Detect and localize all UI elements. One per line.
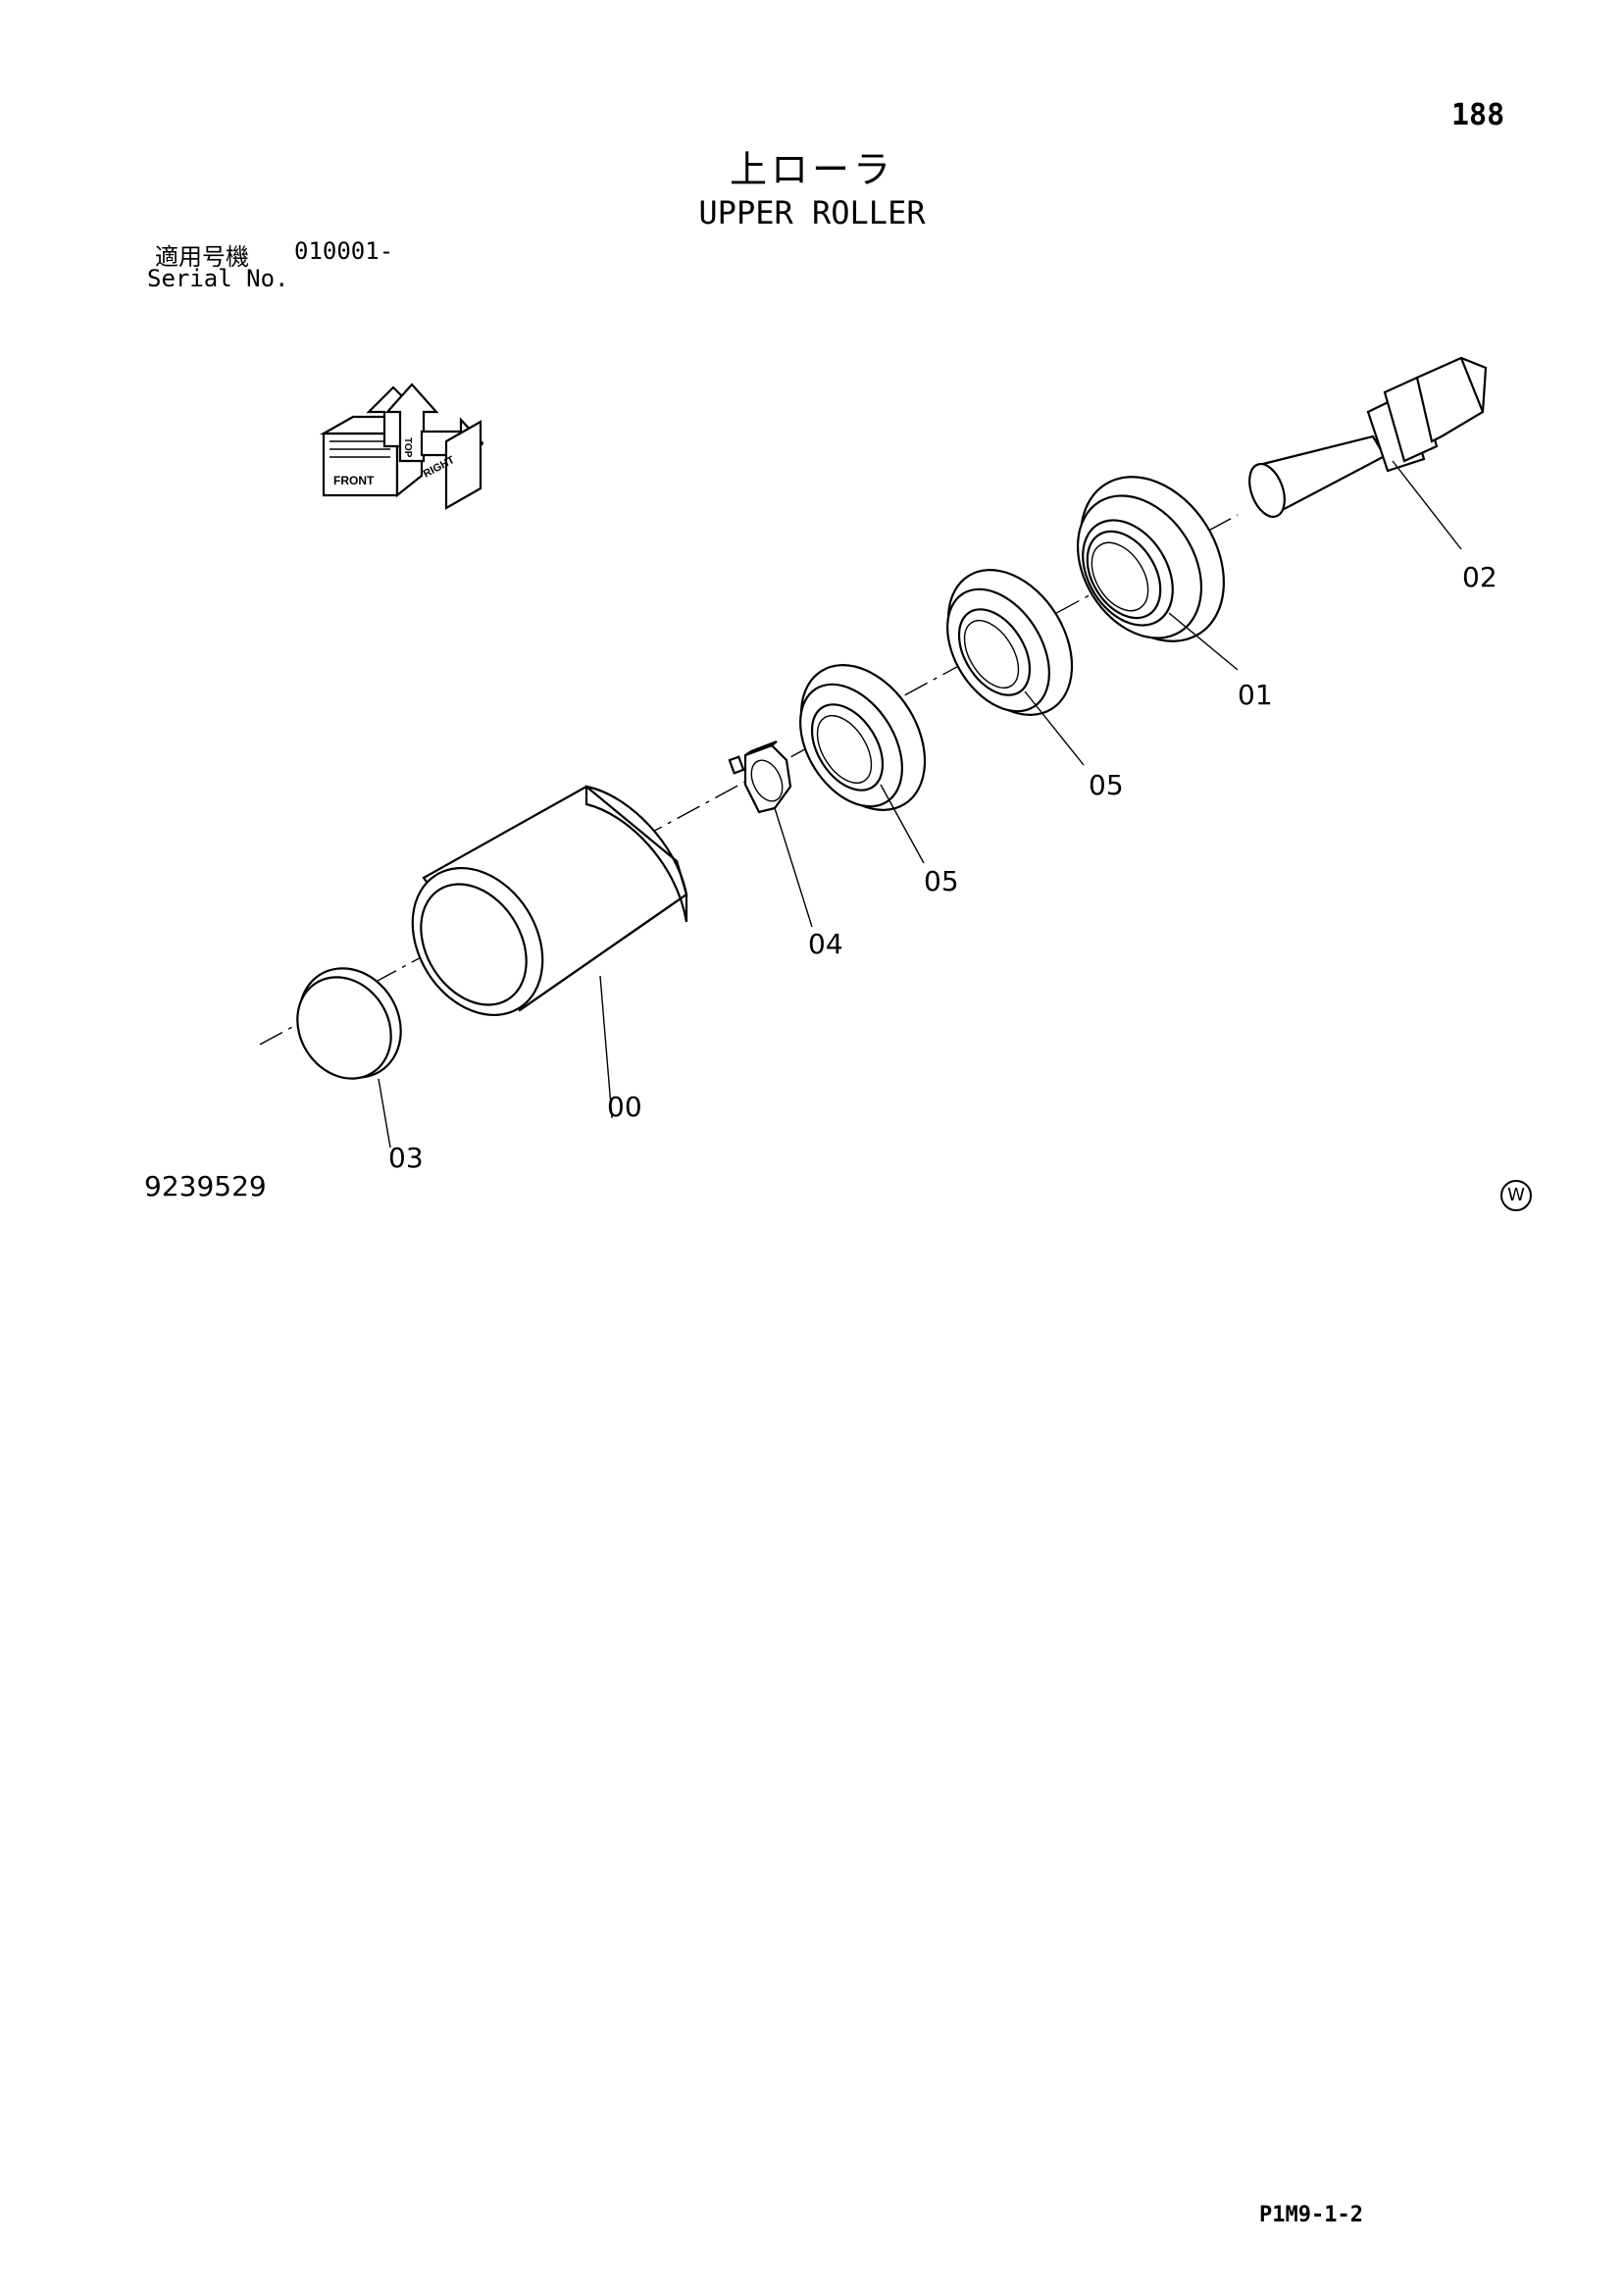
part-label-05-left: 05	[924, 865, 959, 897]
part-02-shaft	[1248, 356, 1488, 550]
part-05-bearing-right	[946, 569, 1085, 766]
part-label-02: 02	[1462, 561, 1497, 593]
serial-label-japanese: 適用号機	[155, 243, 249, 271]
orientation-icon-front-label: FRONT	[333, 474, 375, 487]
part-00-roller-body	[411, 785, 688, 1119]
part-label-03: 03	[388, 1142, 424, 1174]
circled-w-mark: W	[1500, 1180, 1532, 1211]
part-label-00: 00	[607, 1091, 642, 1123]
orientation-icon-top-label: TOP	[402, 437, 413, 458]
part-05-bearing-left	[799, 664, 927, 864]
serial-number-value: 010001-	[294, 237, 394, 265]
part-04-lock-washer	[728, 740, 813, 928]
page-code: P1M9-1-2	[1259, 2203, 1363, 2227]
page-number: 188	[1451, 98, 1505, 132]
part-01-seal	[1076, 476, 1239, 671]
title-english: UPPER ROLLER	[698, 194, 926, 231]
serial-label-english: Serial No.	[147, 265, 289, 292]
part-label-05-right: 05	[1089, 769, 1124, 801]
part-label-04: 04	[808, 928, 843, 960]
part-03-cover	[296, 967, 402, 1148]
orientation-icon: FRONT RIGHT TOP	[319, 383, 484, 510]
drawing-number: 9239529	[144, 1170, 267, 1202]
title-japanese: 上ローラ	[729, 148, 894, 191]
part-label-01: 01	[1238, 679, 1273, 711]
